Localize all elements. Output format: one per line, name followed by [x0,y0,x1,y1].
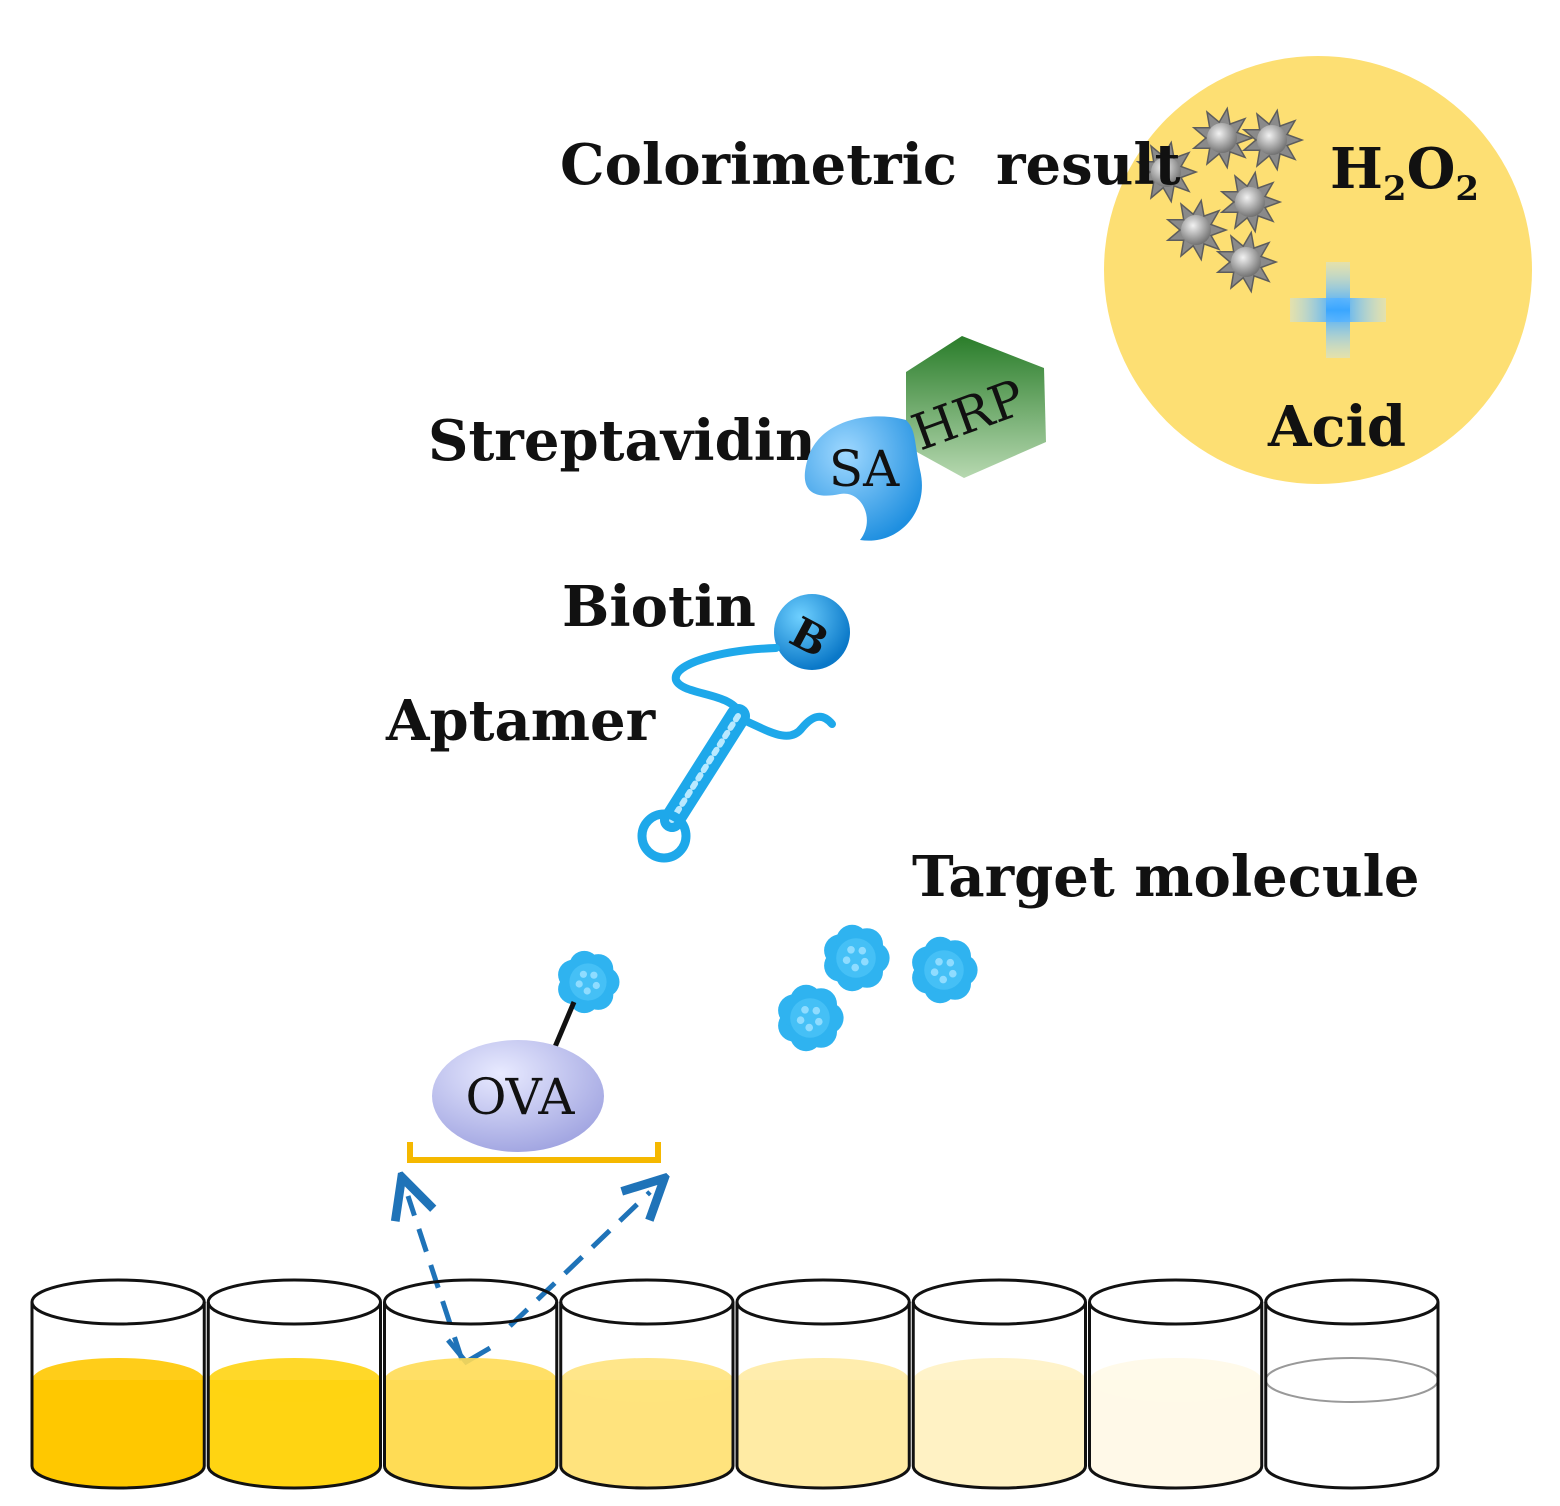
well [1264,1278,1440,1490]
substrate-star [1215,230,1279,294]
substrate-stars [1135,106,1305,294]
microplate-wells [30,1278,1440,1490]
substrate-star [1219,170,1283,234]
h2o2-label: H2O2 [1330,136,1479,209]
ova-linker [549,1001,577,1055]
aptamer-strand [637,644,836,863]
target-molecules [558,924,978,1052]
well [735,1278,911,1490]
target-molecule [824,924,890,992]
plus-icon [1290,262,1386,358]
well [559,1278,735,1490]
hrp-hexagon: HRP [904,336,1046,478]
biotin-label: Biotin [562,574,756,640]
acid-label: Acid [1267,394,1406,460]
substrate-star [1191,106,1255,170]
substrate-star [1165,198,1229,262]
well [30,1278,206,1490]
target-molecule [912,936,978,1004]
target-molecule-label: Target molecule [912,844,1419,910]
ova-text: OVA [466,1068,576,1126]
zoom-arrows [408,1192,650,1366]
ova-ellipse: OVA [432,1040,604,1152]
well-surface-bracket [407,1142,661,1163]
target-molecule [778,984,844,1052]
well [911,1278,1087,1490]
sa-text: SA [829,440,900,498]
reaction-circle [1104,56,1532,484]
well [383,1278,559,1490]
biotin-ball: B [774,594,850,670]
substrate-star [1241,108,1305,172]
substrate-star [1135,140,1199,204]
streptavidin-sa-shape: SA [804,416,922,541]
well [206,1278,382,1490]
aptamer-label: Aptamer [385,688,657,754]
colorimetric-result-label: Colorimetric result [560,132,1181,198]
well [1088,1278,1264,1490]
streptavidin-label: Streptavidin [428,408,816,474]
target-molecule [558,950,620,1014]
